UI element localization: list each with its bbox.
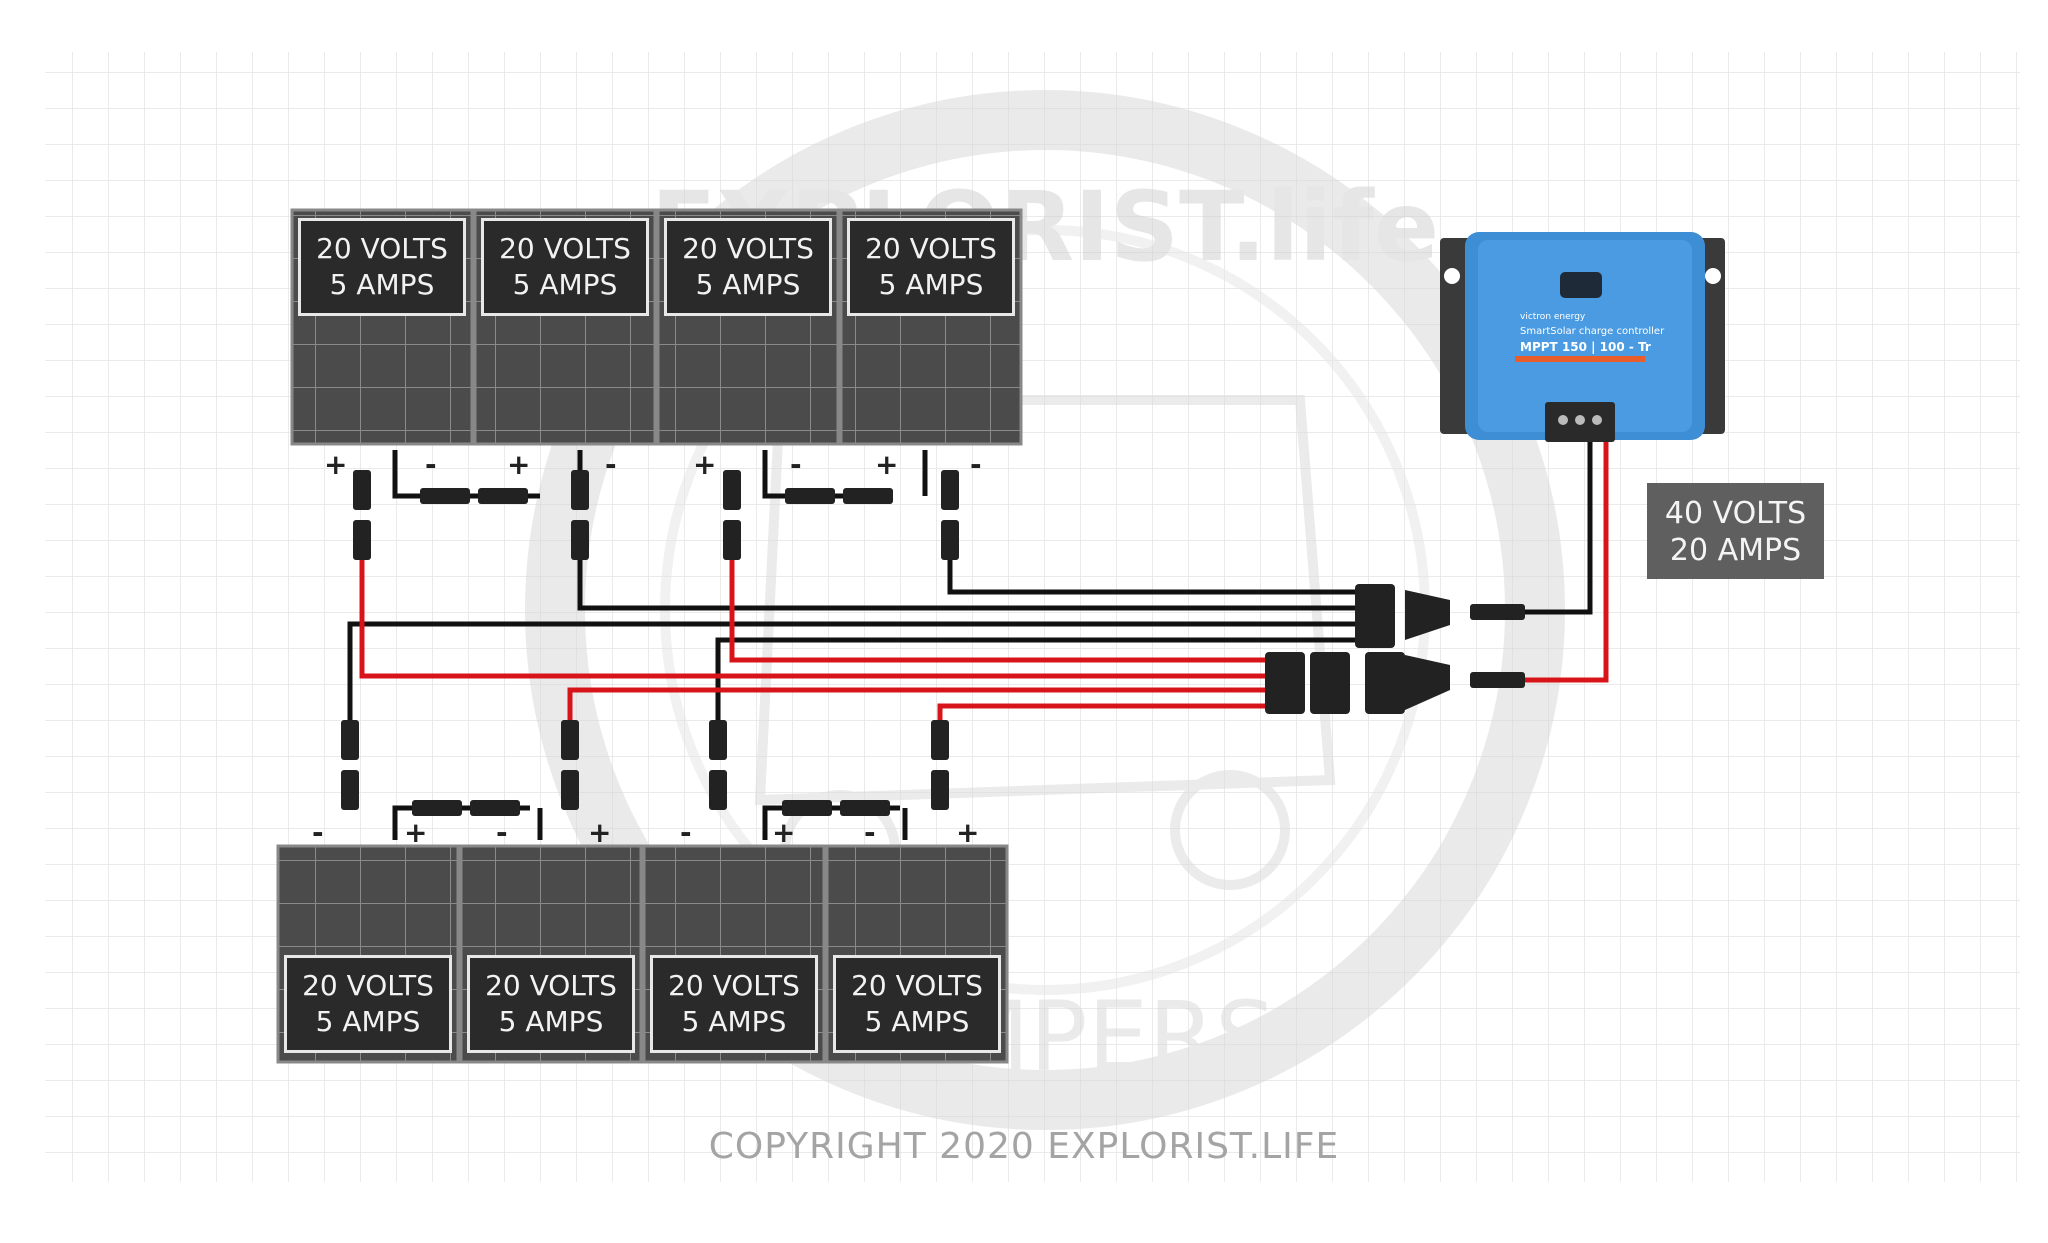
- top-panel-2-label: 20 VOLTS 5 AMPS: [481, 218, 649, 316]
- copyright-text: COPYRIGHT 2020 EXPLORIST.LIFE: [708, 1126, 1340, 1167]
- panel-volts: 20 VOLTS: [851, 969, 983, 1002]
- controller-brand: victron energy: [1520, 312, 1586, 322]
- polarity-plus: +: [772, 816, 796, 849]
- controller-model: MPPT 150 | 100 - Tr: [1520, 340, 1651, 354]
- top-panel-4-label: 20 VOLTS 5 AMPS: [847, 218, 1015, 316]
- polarity-minus: -: [864, 816, 876, 849]
- top-panel-1-label: 20 VOLTS 5 AMPS: [298, 218, 466, 316]
- panel-volts: 20 VOLTS: [499, 232, 631, 265]
- polarity-minus: -: [970, 448, 982, 481]
- bottom-panel-4-label: 20 VOLTS 5 AMPS: [833, 955, 1001, 1053]
- panel-amps: 5 AMPS: [695, 268, 801, 301]
- panel-amps: 5 AMPS: [498, 1005, 604, 1038]
- panel-volts: 20 VOLTS: [316, 232, 448, 265]
- bottom-panel-1-label: 20 VOLTS 5 AMPS: [284, 955, 452, 1053]
- output-rating-box: 40 VOLTS 20 AMPS: [1647, 483, 1824, 579]
- polarity-minus: -: [790, 448, 802, 481]
- output-volts: 40 VOLTS: [1664, 496, 1807, 531]
- polarity-plus: +: [693, 448, 717, 481]
- panel-amps: 5 AMPS: [329, 268, 435, 301]
- panel-volts: 20 VOLTS: [865, 232, 997, 265]
- polarity-plus: +: [588, 816, 612, 849]
- panel-amps: 5 AMPS: [512, 268, 618, 301]
- mc4-connectors: [341, 470, 1525, 816]
- polarity-minus: -: [496, 816, 508, 849]
- panel-volts: 20 VOLTS: [668, 969, 800, 1002]
- controller-line1: SmartSolar charge controller: [1520, 326, 1665, 337]
- polarity-plus: +: [956, 816, 980, 849]
- charge-controller: [1440, 232, 1725, 442]
- panel-amps: 5 AMPS: [315, 1005, 421, 1038]
- polarity-minus: -: [312, 816, 324, 849]
- bottom-panel-3-label: 20 VOLTS 5 AMPS: [650, 955, 818, 1053]
- panel-volts: 20 VOLTS: [485, 969, 617, 1002]
- output-amps: 20 AMPS: [1669, 533, 1802, 568]
- polarity-plus: +: [507, 448, 531, 481]
- top-panel-3-label: 20 VOLTS 5 AMPS: [664, 218, 832, 316]
- panel-volts: 20 VOLTS: [302, 969, 434, 1002]
- polarity-plus: +: [404, 816, 428, 849]
- panel-amps: 5 AMPS: [681, 1005, 787, 1038]
- panel-amps: 5 AMPS: [864, 1005, 970, 1038]
- polarity-minus: -: [425, 448, 437, 481]
- polarity-plus: +: [875, 448, 899, 481]
- bottom-panel-2-label: 20 VOLTS 5 AMPS: [467, 955, 635, 1053]
- polarity-minus: -: [680, 816, 692, 849]
- panel-amps: 5 AMPS: [878, 268, 984, 301]
- polarity-plus: +: [324, 448, 348, 481]
- polarity-minus: -: [605, 448, 617, 481]
- panel-volts: 20 VOLTS: [682, 232, 814, 265]
